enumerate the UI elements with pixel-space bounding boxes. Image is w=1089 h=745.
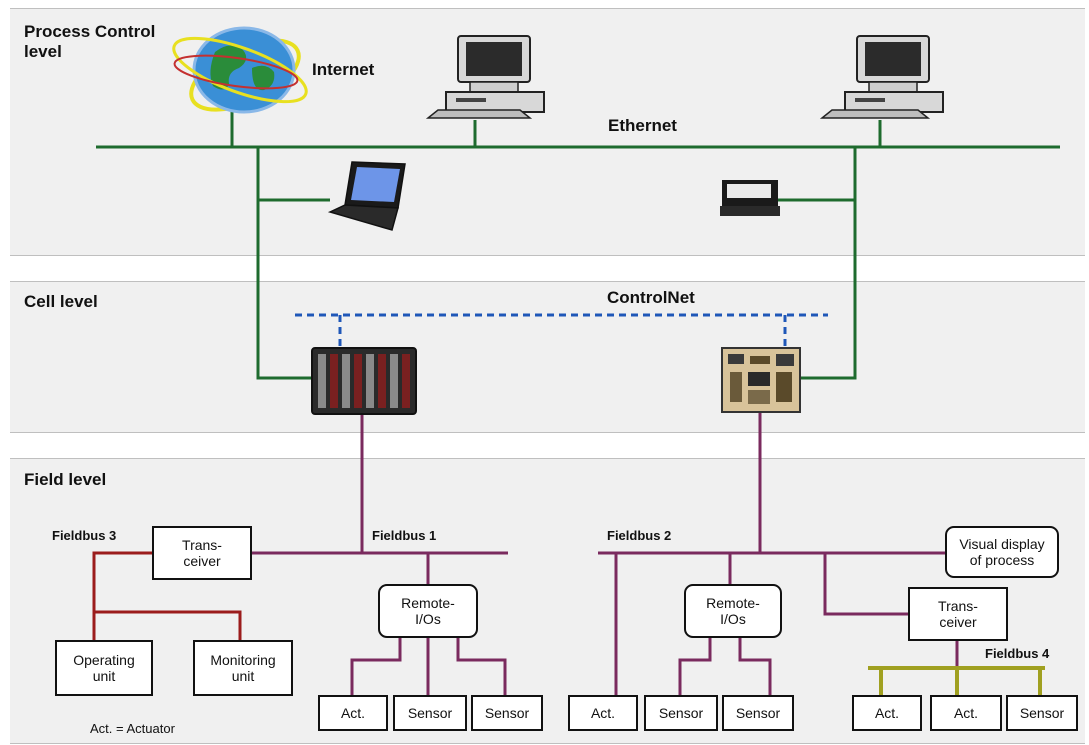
handheld-terminal-icon	[720, 180, 780, 216]
operating-unit: Operating unit	[55, 640, 153, 696]
internet-label: Internet	[312, 60, 375, 79]
fieldbus2-label: Fieldbus 2	[607, 528, 672, 543]
actuator-box: Act.	[852, 695, 922, 731]
globe-icon	[172, 26, 308, 114]
visual-display-of-process: Visual display of process	[945, 526, 1059, 578]
fieldbus-wiring	[250, 413, 959, 695]
laptop-icon	[327, 161, 406, 231]
sensor-box: Sensor	[722, 695, 794, 731]
remote-io-left: Remote- I/Os	[378, 584, 478, 638]
transceiver-left: Trans- ceiver	[152, 526, 252, 580]
desktop-computer-icon	[819, 35, 944, 119]
sensor-box: Sensor	[471, 695, 543, 731]
actuator-box: Act.	[318, 695, 388, 731]
desktop-computer-icon	[425, 35, 545, 119]
fieldbus3-label: Fieldbus 3	[52, 528, 117, 543]
monitoring-unit: Monitoring unit	[193, 640, 293, 696]
cell-level-band	[10, 281, 1085, 433]
sensor-box: Sensor	[1006, 695, 1078, 731]
controlnet-wiring	[295, 313, 828, 348]
fieldbus4-label: Fieldbus 4	[985, 646, 1050, 661]
remote-io-right: Remote- I/Os	[684, 584, 782, 638]
controlnet-label: ControlNet	[607, 288, 695, 307]
fieldbus3-wiring	[92, 551, 242, 640]
controller-rack-icon	[311, 347, 417, 415]
field-level-title: Field level	[24, 470, 107, 489]
fieldbus1-label: Fieldbus 1	[372, 528, 437, 543]
actuator-box: Act.	[930, 695, 1002, 731]
actuator-box: Act.	[568, 695, 638, 731]
cell-level-title: Cell level	[24, 292, 98, 311]
process-control-level-title: Process Control level	[24, 22, 156, 61]
sensor-box: Sensor	[393, 695, 467, 731]
actuator-legend-note: Act. = Actuator	[90, 721, 175, 736]
ethernet-wiring	[96, 112, 1060, 380]
fieldbus4-wiring	[868, 666, 1045, 695]
ethernet-label: Ethernet	[608, 116, 677, 135]
transceiver-right: Trans- ceiver	[908, 587, 1008, 641]
sensor-box: Sensor	[644, 695, 718, 731]
controller-board-icon	[721, 347, 801, 413]
